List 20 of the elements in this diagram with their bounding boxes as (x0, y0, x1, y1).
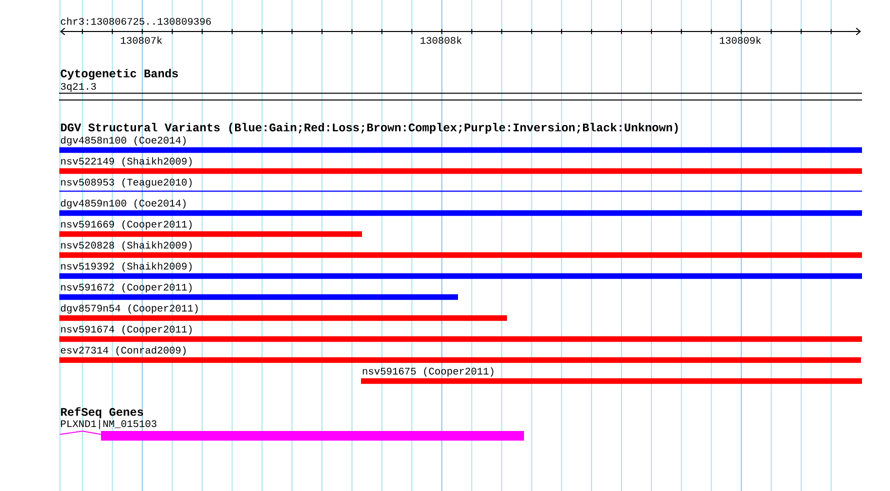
variant-label: nsv508953 (Teague2010) (61, 178, 192, 188)
variant-label: dgv4859n100 (Coe2014) (60, 199, 186, 209)
tick-label: 130808k (420, 36, 462, 44)
coordinate-range: chr3:130806725..130809396 (60, 17, 211, 25)
tick-label: 130809k (720, 36, 761, 44)
variant-label: nsv591672 (Cooper2011) (61, 283, 192, 293)
variant-label: nsv522149 (Shaikh2009) (61, 157, 192, 167)
variant-label: nsv591674 (Cooper2011) (61, 325, 192, 335)
track-title: RefSeq Genes (61, 407, 144, 418)
band-label: 3q21.3 (60, 82, 96, 92)
variant-label: nsv591675 (Cooper2011) (362, 367, 494, 377)
track-title: DGV Structural Variants (Blue:Gain;Red:Loss;Brown:Complex;Purple:Inversion;Black:Unknown) (61, 122, 678, 134)
variant-label: esv27314 (Conrad2009) (60, 346, 186, 356)
tick-label: 130807k (120, 36, 162, 44)
variant-label: nsv519392 (Shaikh2009) (61, 262, 192, 272)
variant-label: dgv4858n100 (Coe2014) (60, 136, 186, 146)
variant-label: nsv591669 (Cooper2011) (61, 220, 192, 230)
variant-label: nsv520828 (Shaikh2009) (61, 241, 192, 251)
gene-label: PLXND1|NM_015103 (61, 420, 156, 430)
variant-label: dgv8579n54 (Cooper2011) (60, 304, 198, 314)
